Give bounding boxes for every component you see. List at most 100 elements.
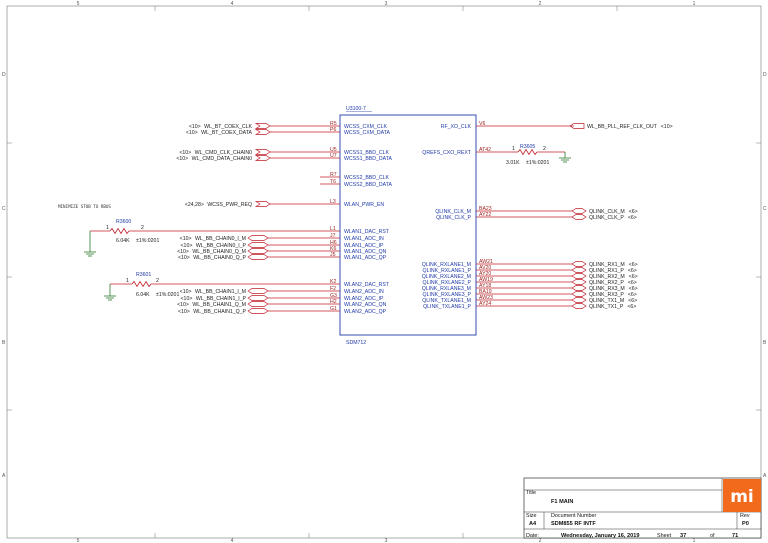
offpage-connector bbox=[254, 129, 271, 135]
frame-row-right: A bbox=[763, 473, 767, 479]
resistor-r3605: 1 R3605 2 3.01K ±1%:0201 bbox=[476, 144, 571, 166]
pin-number: H2 bbox=[330, 299, 337, 305]
r3600-pin1: 1 bbox=[106, 225, 109, 231]
pin-number: F2 bbox=[330, 286, 336, 292]
net-label-left: <10> WL_CMD_DATA_CHAIN0 bbox=[176, 156, 252, 162]
pin-number: G3 bbox=[330, 293, 337, 299]
r3600-ref: R3600 bbox=[116, 219, 131, 225]
net-label-right: QLINK_CLK_M<6> bbox=[589, 209, 638, 215]
net-label-left: <10> WL_BB_CHAIN0_I_P bbox=[181, 243, 247, 249]
offpage-connector bbox=[571, 303, 587, 309]
net-label-left: <24,28> WCSS_PWR_REQ bbox=[185, 202, 252, 208]
pin-number: BA23 bbox=[479, 206, 492, 212]
net-label-left: <10> WL_BB_CHAIN0_Q_M bbox=[177, 249, 246, 255]
size-label: Size bbox=[526, 513, 537, 519]
offpage-connector bbox=[571, 297, 587, 303]
offpage-connector bbox=[571, 261, 587, 267]
sheet-value: 37 bbox=[680, 533, 686, 539]
total-value: 71 bbox=[732, 533, 738, 539]
offpage-connector bbox=[247, 308, 269, 314]
mi-logo bbox=[723, 479, 761, 512]
net-label-right: QLINK_RX1_M<6> bbox=[589, 262, 638, 268]
pin-number: L1 bbox=[330, 226, 336, 232]
pin-number: P6 bbox=[330, 127, 336, 133]
date-value: Wednesday, January 16, 2019 bbox=[561, 533, 639, 539]
pin-number: T6 bbox=[330, 179, 336, 185]
sheet-label: Sheet bbox=[657, 533, 672, 539]
offpage-connector bbox=[247, 248, 269, 254]
pin-name: WCSS1_BBD_DATA bbox=[344, 156, 392, 162]
net-label-left: <10> WL_BB_CHAIN1_Q_P bbox=[178, 309, 247, 315]
pin-name: WCSS_CXM_DATA bbox=[344, 130, 390, 136]
offpage-connector bbox=[571, 273, 587, 279]
net-label-right: QLINK_RX2_M<6> bbox=[589, 274, 638, 280]
r3605-value: 3.01K bbox=[506, 160, 520, 166]
resistor-r3600: 1 R3600 2 6.04K ±1%:0201 bbox=[84, 219, 340, 257]
net-label-right: QLINK_RX3_P<6> bbox=[589, 292, 637, 298]
frame-col-bottom: 3 bbox=[385, 538, 388, 543]
pin-number: J7 bbox=[330, 233, 336, 239]
offpage-connector bbox=[247, 301, 269, 307]
r3601-tol: ±1%:0201 bbox=[156, 292, 179, 298]
pin-name: QLINK_RXLANE3_M bbox=[422, 286, 471, 292]
pin-number: L3 bbox=[330, 199, 336, 205]
frame-row-left: D bbox=[2, 72, 6, 78]
net-label-left: <10> WL_BB_CHAIN1_I_M bbox=[180, 289, 246, 295]
frame-col-top: 2 bbox=[539, 1, 542, 7]
pin-name: QLINK_RXLANE2_P bbox=[423, 280, 472, 286]
chip-pins: WCSS_CXM_CLKR5WCSS_CXM_DATAP6WCSS1_BBD_C… bbox=[330, 121, 493, 315]
wires bbox=[247, 123, 587, 314]
pin-number: K2 bbox=[330, 279, 336, 285]
r3605-pin2: 2 bbox=[543, 146, 546, 152]
pin-name: QLINK_TXLANE1_P bbox=[423, 304, 471, 310]
pin-number: AY20 bbox=[479, 271, 491, 277]
frame-row-left: C bbox=[2, 206, 6, 212]
net-label-left: <10> WL_BB_CHAIN1_I_P bbox=[181, 296, 247, 302]
frame-col-top: 5 bbox=[77, 1, 80, 7]
frame-col-bottom: 4 bbox=[231, 538, 234, 543]
pin-number: BA19 bbox=[479, 289, 492, 295]
frame-col-top: 3 bbox=[385, 1, 388, 7]
sheet-frame bbox=[6, 5, 762, 539]
net-labels: <10> WL_BT_COEX_CLK<10> WL_BT_COEX_DATA<… bbox=[176, 124, 672, 315]
r3600-pin2: 2 bbox=[141, 225, 144, 231]
pin-name: QLINK_RXLANE3_P bbox=[423, 292, 472, 298]
offpage-connector bbox=[254, 123, 271, 129]
frame-col-bottom: 1 bbox=[693, 538, 696, 543]
pin-number: AV20 bbox=[479, 265, 491, 271]
frame-row-right: D bbox=[763, 72, 767, 78]
docnum-label: Document Number bbox=[551, 513, 596, 519]
r3600-value: 6.04K bbox=[116, 238, 130, 244]
resistor-r3601: 1 R3601 2 6.04K ±1%:0201 bbox=[104, 272, 340, 301]
pin-name: QLINK_RXLANE1_P bbox=[423, 268, 472, 274]
pin-number: AW19 bbox=[479, 277, 493, 283]
size-value: A4 bbox=[529, 521, 537, 527]
pin-name: WLAN1_ADC_IP bbox=[344, 243, 384, 249]
pin-number: AY18 bbox=[479, 283, 491, 289]
pin-name: QLINK_TXLANE1_M bbox=[422, 298, 471, 304]
net-label-left: <10> WL_BB_CHAIN1_Q_M bbox=[177, 302, 246, 308]
docnum-value: SDM855 RF INTF bbox=[551, 521, 596, 527]
pin-name: WLAN2_ADC_QN bbox=[344, 302, 387, 308]
pin-number: J5 bbox=[330, 252, 336, 258]
offpage-connector bbox=[254, 155, 271, 161]
pin-name: WLAN1_DAC_RST bbox=[344, 229, 390, 235]
offpage-connector bbox=[569, 123, 585, 129]
pin-name: WLAN2_ADC_QP bbox=[344, 309, 387, 315]
pin-number: U5 bbox=[330, 147, 337, 153]
offpage-connector bbox=[247, 295, 269, 301]
pin-name: QLINK_RXLANE2_M bbox=[422, 274, 471, 280]
pin-name: QREFS_CXO_REXT bbox=[422, 150, 472, 156]
offpage-connector bbox=[247, 288, 269, 294]
chip-ref: U3100-7 bbox=[346, 106, 366, 112]
r3601-pin1: 1 bbox=[126, 278, 129, 284]
chip-part: SDM712 bbox=[346, 340, 366, 346]
offpage-connector bbox=[247, 254, 269, 260]
frame-col-bottom: 5 bbox=[77, 538, 80, 543]
r3601-value: 6.04K bbox=[136, 292, 150, 298]
net-label-left: <10> WL_CMD_CLK_CHAIN0 bbox=[179, 150, 252, 156]
pin-name: WLAN_PWR_EN bbox=[344, 202, 384, 208]
rev-value: P0 bbox=[742, 521, 749, 527]
stub-note: MINIMIZE STUB TO RBUS bbox=[58, 204, 111, 209]
